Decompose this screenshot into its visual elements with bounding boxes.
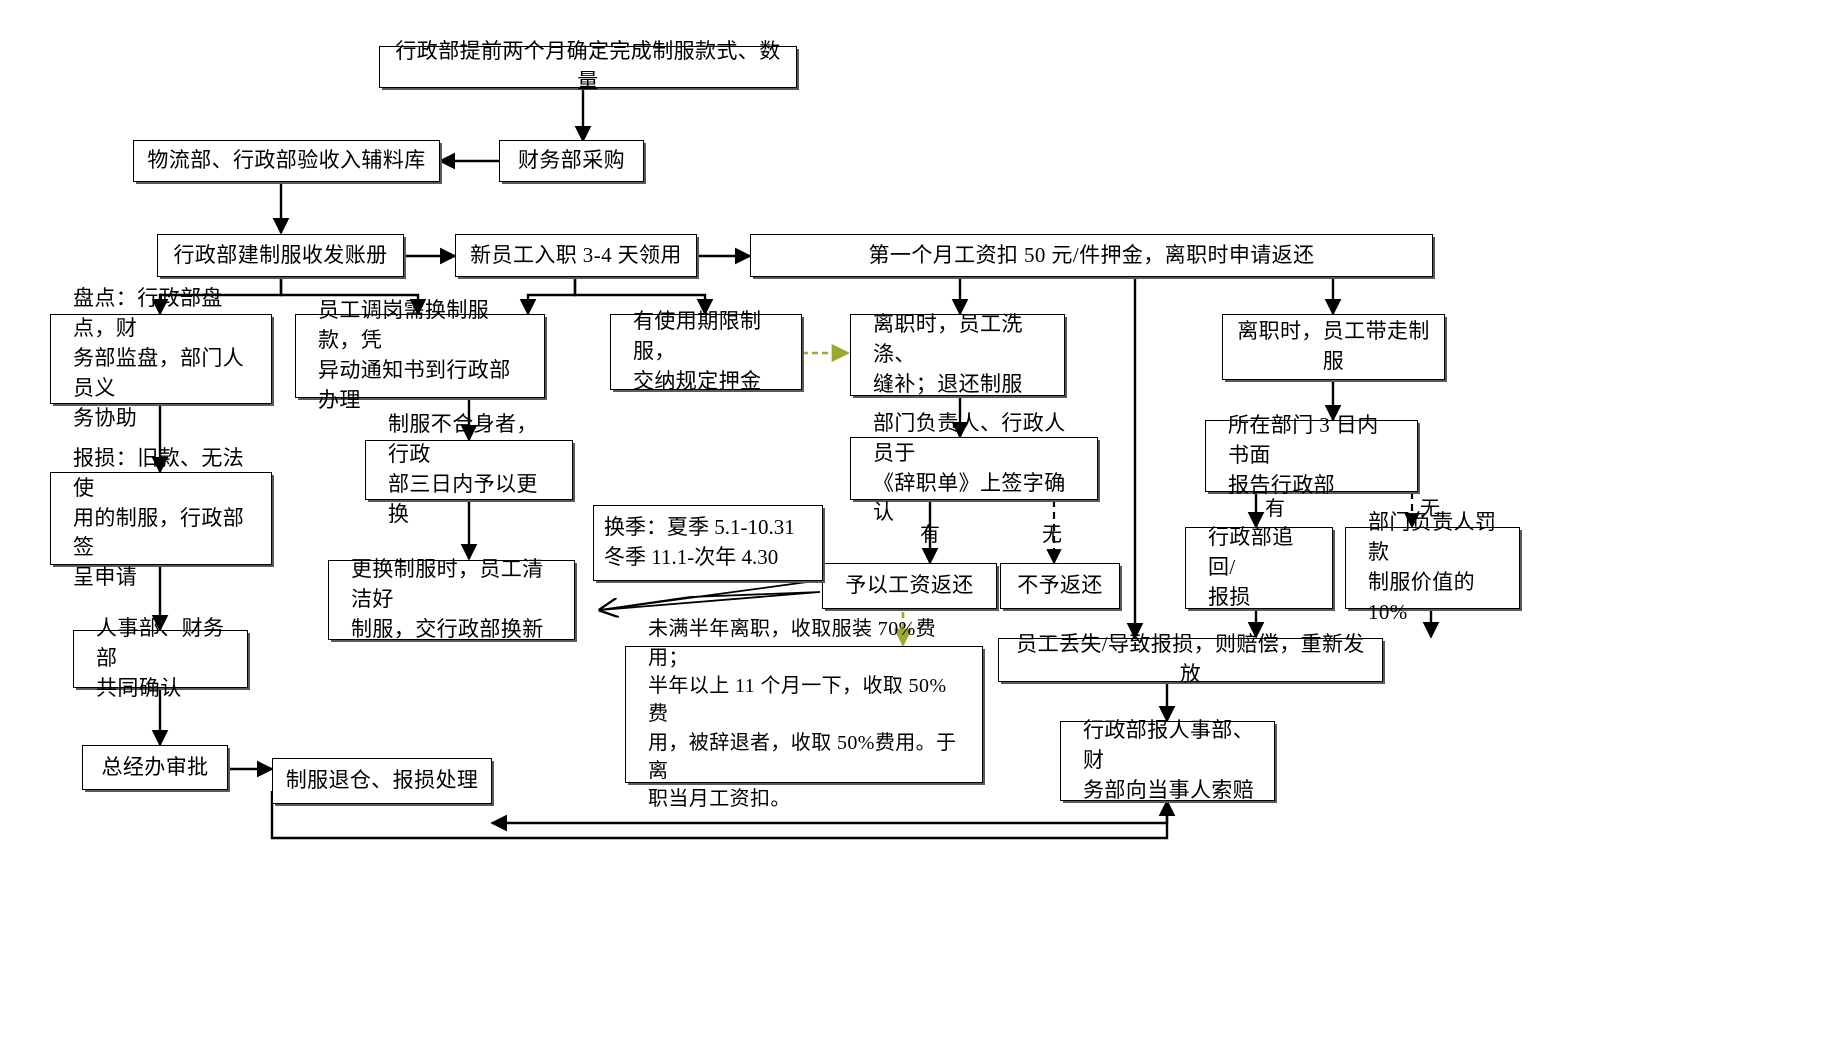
node-plan[interactable]: 行政部提前两个月确定完成制服款式、数量 xyxy=(379,39,797,93)
node-refund-no[interactable]: 不予返还 xyxy=(1000,563,1120,609)
node-purchase[interactable]: 财务部采购 xyxy=(499,140,644,182)
node-newhire-label: 新员工入职 3-4 天领用 xyxy=(470,242,682,267)
node-fee-note-label: 未满半年离职，收取服装 70%费用； 半年以上 11 个月一下，收取 50%费 … xyxy=(648,618,957,811)
node-loss-label: 报损：旧款、无法使 用的制服，行政部签 呈申请 xyxy=(73,445,245,590)
node-term-deposit-label: 有使用期限制服， 交纳规定押金 xyxy=(633,309,762,393)
node-penalty-label: 部门负责人罚款 制服价值的 10% xyxy=(1368,510,1497,624)
node-refund-yes-label: 予以工资返还 xyxy=(845,573,974,598)
node-unfit[interactable]: 制服不合身者，行政 部三日内予以更换 xyxy=(365,412,573,526)
node-hr-finance-confirm-label: 人事部、财务部 共同确认 xyxy=(96,616,225,700)
callout-season[interactable]: 换季：夏季 5.1-10.31 冬季 11.1-次年 4.30 xyxy=(593,505,823,595)
callout-season-box: 换季：夏季 5.1-10.31 冬季 11.1-次年 4.30 xyxy=(593,505,823,581)
node-unfit-label: 制服不合身者，行政 部三日内予以更换 xyxy=(388,412,538,526)
edge-label-sign-no: 无 xyxy=(1042,524,1062,546)
node-claim-label: 行政部报人事部、财 务部向当事人索赔 xyxy=(1083,718,1255,802)
node-lost-damage-label: 员工丢失/导致报损，则赔偿，重新发放 xyxy=(1016,632,1365,686)
node-return-scrap[interactable]: 制服退仓、报损处理 xyxy=(272,758,492,804)
node-gm-approve-label: 总经办审批 xyxy=(101,754,209,779)
node-receive[interactable]: 物流部、行政部验收入辅料库 xyxy=(133,140,440,182)
node-plan-label: 行政部提前两个月确定完成制服款式、数量 xyxy=(395,39,781,93)
node-resign-take-label: 离职时，员工带走制服 xyxy=(1237,319,1430,373)
node-sign-confirm-label: 部门负责人、行政人员于 《辞职单》上签字确认 xyxy=(873,410,1066,525)
node-ledger[interactable]: 行政部建制服收发账册 xyxy=(157,234,404,277)
node-transfer[interactable]: 员工调岗需换制服款，凭 异动通知书到行政部办理 xyxy=(295,298,545,412)
node-deposit[interactable]: 第一个月工资扣 50 元/件押金，离职时申请返还 xyxy=(750,234,1433,277)
node-gm-approve[interactable]: 总经办审批 xyxy=(82,745,228,790)
edge-label-report-no: 无 xyxy=(1420,498,1440,520)
node-lost-damage[interactable]: 员工丢失/导致报损，则赔偿，重新发放 xyxy=(998,632,1383,686)
node-receive-label: 物流部、行政部验收入辅料库 xyxy=(147,148,426,173)
node-resign-wash-label: 离职时，员工洗涤、 缝补；退还制服 xyxy=(873,312,1023,396)
node-report-label: 所在部门 3 日内书面 报告行政部 xyxy=(1228,413,1379,497)
node-stocktake-label: 盘点：行政部盘点，财 务部监盘，部门人员义 务协助 xyxy=(73,286,245,430)
node-stocktake[interactable]: 盘点：行政部盘点，财 务部监盘，部门人员义 务协助 xyxy=(50,286,272,430)
node-exchange-clean[interactable]: 更换制服时，员工清洁好 制服，交行政部换新 xyxy=(328,557,575,641)
node-term-deposit[interactable]: 有使用期限制服， 交纳规定押金 xyxy=(610,309,802,393)
node-penalty[interactable]: 部门负责人罚款 制服价值的 10% xyxy=(1345,510,1520,624)
node-refund-no-label: 不予返还 xyxy=(1017,573,1103,598)
node-loss[interactable]: 报损：旧款、无法使 用的制服，行政部签 呈申请 xyxy=(50,446,272,589)
node-refund-yes[interactable]: 予以工资返还 xyxy=(822,563,997,609)
edge-label-report-yes: 有 xyxy=(1265,498,1285,520)
node-recover-label: 行政部追回/ 报损 xyxy=(1208,525,1294,609)
node-resign-wash[interactable]: 离职时，员工洗涤、 缝补；退还制服 xyxy=(850,312,1065,396)
node-transfer-label: 员工调岗需换制服款，凭 异动通知书到行政部办理 xyxy=(318,298,511,412)
node-report[interactable]: 所在部门 3 日内书面 报告行政部 xyxy=(1205,413,1418,497)
node-recover[interactable]: 行政部追回/ 报损 xyxy=(1185,525,1333,609)
node-exchange-clean-label: 更换制服时，员工清洁好 制服，交行政部换新 xyxy=(351,557,544,641)
node-hr-finance-confirm[interactable]: 人事部、财务部 共同确认 xyxy=(73,616,248,700)
node-deposit-label: 第一个月工资扣 50 元/件押金，离职时申请返还 xyxy=(868,242,1315,267)
node-purchase-label: 财务部采购 xyxy=(518,148,625,173)
node-claim[interactable]: 行政部报人事部、财 务部向当事人索赔 xyxy=(1060,718,1275,802)
node-ledger-label: 行政部建制服收发账册 xyxy=(173,242,388,267)
node-return-scrap-label: 制服退仓、报损处理 xyxy=(285,768,479,793)
callout-season-label: 换季：夏季 5.1-10.31 冬季 11.1-次年 4.30 xyxy=(604,515,795,569)
node-newhire[interactable]: 新员工入职 3-4 天领用 xyxy=(455,234,697,277)
edge-label-sign-yes: 有 xyxy=(920,524,940,546)
node-sign-confirm[interactable]: 部门负责人、行政人员于 《辞职单》上签字确认 xyxy=(850,411,1098,524)
node-resign-take[interactable]: 离职时，员工带走制服 xyxy=(1222,314,1445,380)
node-fee-note[interactable]: 未满半年离职，收取服装 70%费用； 半年以上 11 个月一下，收取 50%费 … xyxy=(625,618,983,810)
